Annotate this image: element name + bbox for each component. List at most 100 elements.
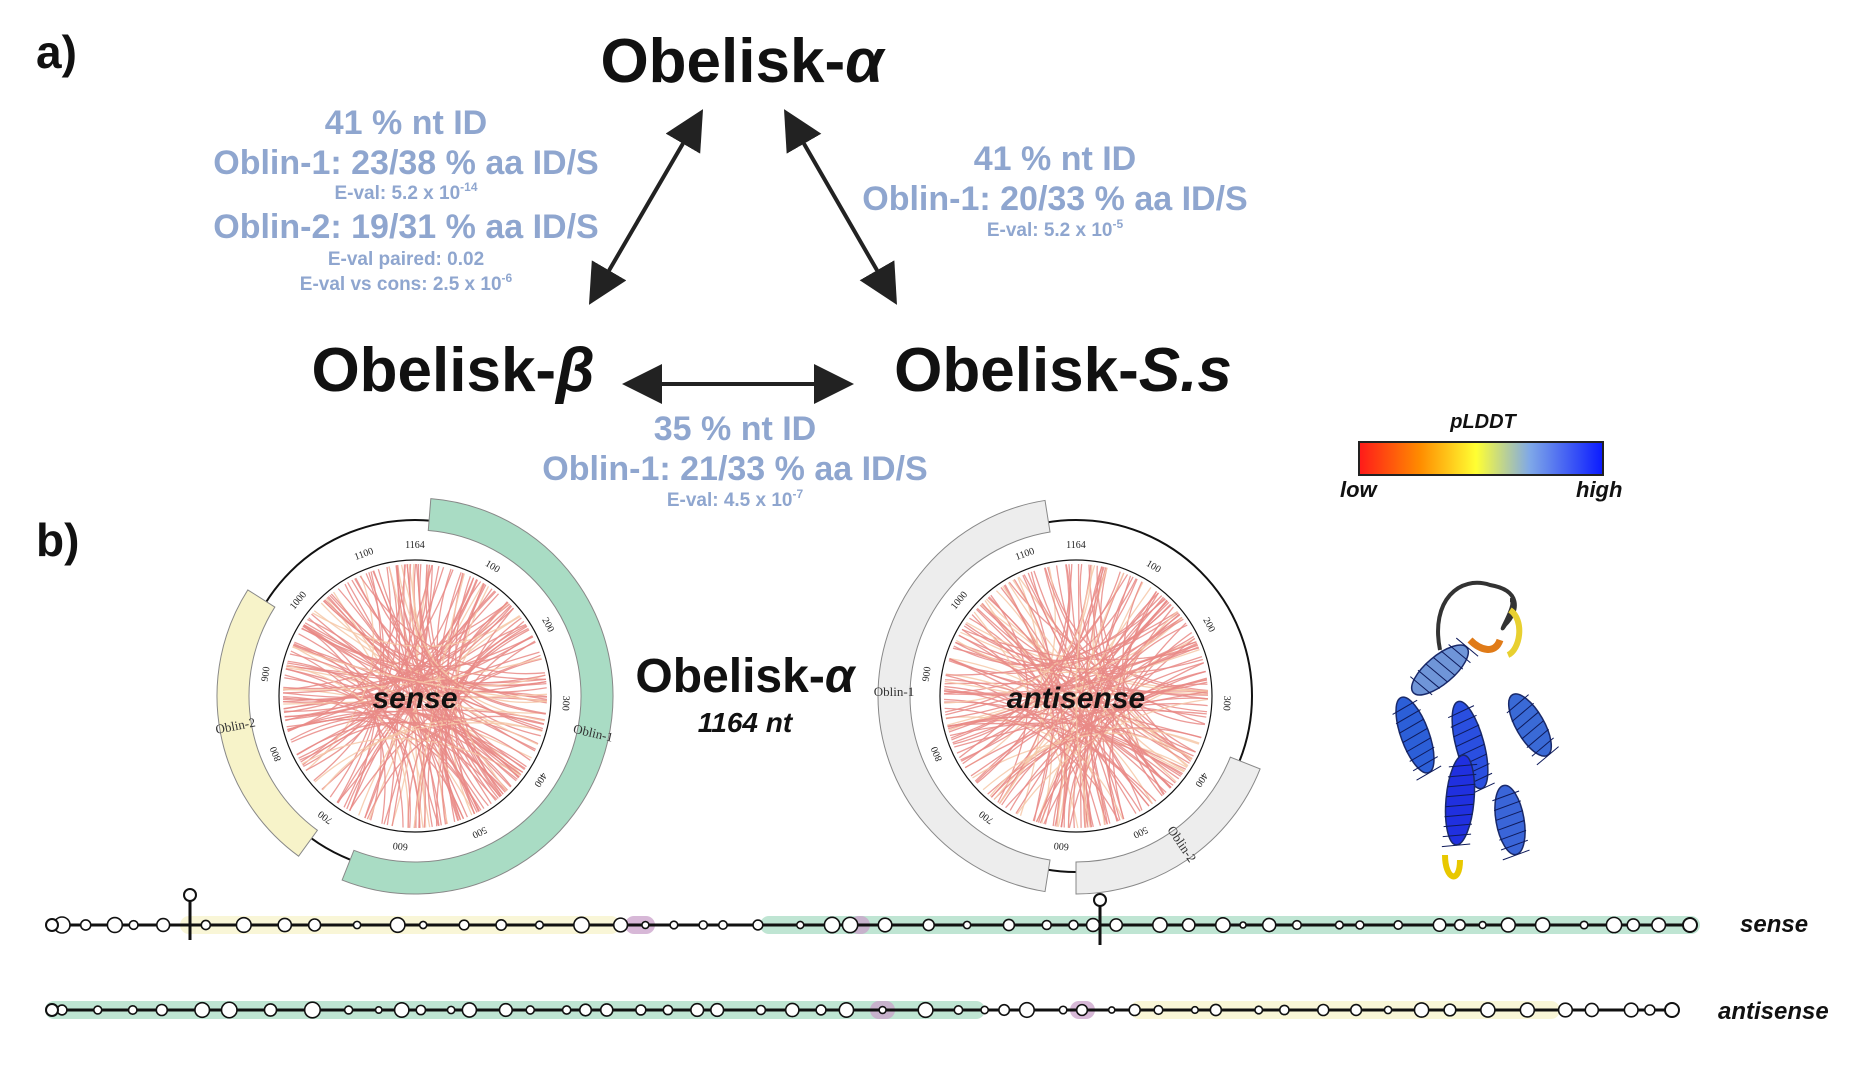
loop <box>1605 916 1623 934</box>
helix-turn <box>1446 793 1475 798</box>
loop <box>1432 917 1447 933</box>
loop <box>277 917 293 933</box>
helix-turn <box>1536 746 1559 766</box>
loop <box>525 1005 536 1015</box>
loop <box>690 1002 705 1018</box>
loop <box>578 1003 593 1017</box>
pairing-arc <box>1093 566 1196 753</box>
helix-turn <box>1402 727 1428 744</box>
pairing-arc <box>1030 571 1194 757</box>
tick-label: 1000 <box>288 589 309 611</box>
pairing-arc <box>1073 624 1188 829</box>
loop <box>561 1005 572 1015</box>
pairing-arc <box>1016 698 1209 815</box>
pairing-arc <box>948 658 1208 695</box>
pairing-arc <box>308 617 546 684</box>
helix-turn <box>1440 650 1464 670</box>
row-label-sense: sense <box>1740 911 1808 938</box>
helix-turn <box>1399 718 1425 734</box>
helix-turn <box>1392 699 1418 715</box>
loop <box>220 1001 238 1019</box>
loop <box>534 920 545 930</box>
loop <box>698 920 709 930</box>
helix-turn <box>1406 737 1432 753</box>
loop <box>156 917 171 933</box>
tick-label: 1164 <box>1066 540 1086 551</box>
tick-label: 300 <box>1220 696 1232 712</box>
loop <box>389 916 406 934</box>
pairing-arc <box>988 596 1172 789</box>
pairing-arcs <box>943 564 1209 829</box>
loop <box>917 1001 934 1019</box>
pairing-arc <box>446 601 509 807</box>
helix-turn <box>1516 711 1539 731</box>
loop <box>1664 1002 1680 1018</box>
pairing-arc <box>296 651 540 756</box>
pairing-arc <box>284 601 508 718</box>
loop <box>1519 1002 1536 1018</box>
pairing-arc <box>285 635 533 721</box>
pairing-arc <box>1100 567 1193 760</box>
oblin-2-orf-label: Oblin-2 <box>214 715 257 737</box>
pairing-arc <box>320 602 546 687</box>
oblin-2-orf <box>216 589 319 857</box>
tick-label: 500 <box>1131 824 1149 840</box>
pairing-arc <box>283 605 513 712</box>
loop <box>1383 1005 1393 1015</box>
pairing-arc <box>321 579 479 790</box>
helix-turn <box>1445 803 1474 808</box>
plddt-colorbar <box>1358 441 1604 476</box>
sense-structure-row <box>45 888 1700 945</box>
loop <box>498 1002 513 1018</box>
helix-turn <box>1416 765 1442 781</box>
loop <box>1478 920 1487 930</box>
pairing-arc <box>347 582 468 818</box>
tick-label: 300 <box>559 696 571 712</box>
helix-turn <box>1506 694 1529 714</box>
loop <box>795 920 805 930</box>
sense-circle-plot: Oblin-1Oblin-210020030040050060070080090… <box>214 498 615 895</box>
helix-turn <box>1443 823 1472 828</box>
tick-label: 100 <box>483 558 502 575</box>
pairing-arc <box>292 646 547 703</box>
helix-turn <box>1425 663 1448 683</box>
loop <box>1393 920 1404 930</box>
loop <box>303 1001 322 1019</box>
pairing-arc <box>436 568 497 801</box>
loop <box>1068 919 1079 931</box>
loop <box>1316 1003 1330 1017</box>
pairing-arc <box>285 667 522 776</box>
protein-structure-icon <box>1392 580 1559 880</box>
pairing-arc <box>970 616 1183 777</box>
helix-turn <box>1442 833 1472 838</box>
pairing-arc <box>961 628 1141 812</box>
loop <box>461 1002 478 1018</box>
pairing-arc <box>944 571 1121 713</box>
helix-turn <box>1495 810 1523 821</box>
stat-bs-oblin1: Oblin-1: 21/33 % aa ID/S <box>542 450 927 488</box>
loop <box>1644 1004 1656 1016</box>
pairing-arc <box>359 575 546 675</box>
pairing-arc <box>283 657 542 691</box>
pairing-arc <box>963 603 1172 662</box>
pairing-arc <box>289 653 480 812</box>
helix-turn <box>1432 656 1456 676</box>
loop <box>841 916 859 934</box>
pairing-arc <box>403 564 440 827</box>
loop <box>815 1004 827 1016</box>
panel-label-a: a) <box>36 26 77 78</box>
loop <box>352 920 362 930</box>
tick-label: 400 <box>1192 770 1209 789</box>
loop <box>1557 1002 1574 1018</box>
pairing-arc <box>962 564 1071 765</box>
helix-turn <box>1447 705 1475 719</box>
loop <box>155 1003 169 1017</box>
helix-turn <box>1448 644 1471 664</box>
loop <box>1128 1003 1141 1017</box>
stat-bs-nt: 35 % nt ID <box>654 410 816 448</box>
sense-circle-label: sense <box>372 682 457 715</box>
loop <box>717 919 728 931</box>
pairing-arc <box>965 623 1195 670</box>
center-length: 1164 nt <box>698 707 794 738</box>
loop <box>612 917 629 933</box>
